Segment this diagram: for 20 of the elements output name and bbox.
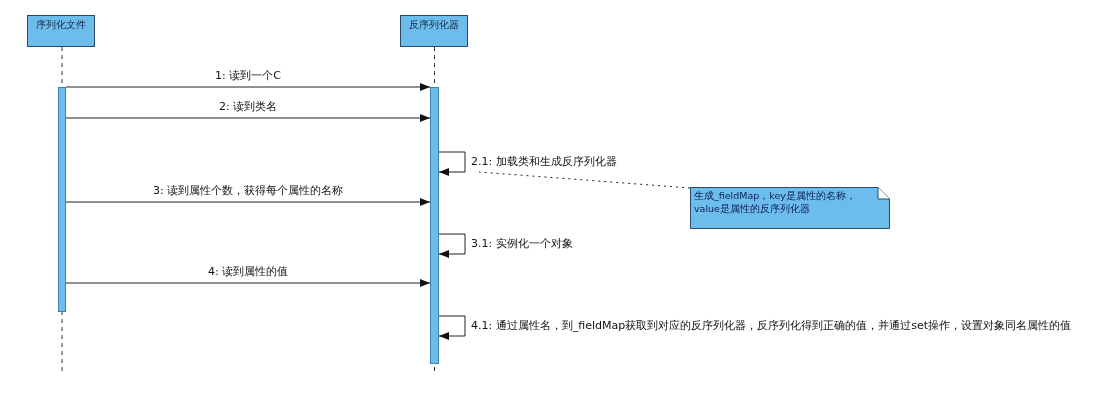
self-message-arrow bbox=[438, 151, 466, 176]
note-connector bbox=[478, 171, 691, 189]
self-message-arrow bbox=[438, 315, 466, 340]
participant-box: 序列化文件 bbox=[27, 15, 95, 47]
activation-bar bbox=[430, 87, 439, 364]
message-label: 2: 读到类名 bbox=[219, 99, 278, 114]
message-arrow bbox=[65, 83, 431, 91]
message-label: 2.1: 加载类和生成反序列化器 bbox=[471, 154, 617, 169]
participant-box: 反序列化器 bbox=[400, 15, 468, 47]
message-label: 3.1: 实例化一个对象 bbox=[471, 236, 573, 251]
message-arrow bbox=[65, 198, 431, 206]
self-message-arrow bbox=[438, 233, 466, 258]
message-label: 3: 读到属性个数，获得每个属性的名称 bbox=[153, 183, 344, 198]
message-arrow bbox=[65, 279, 431, 287]
message-label: 1: 读到一个C bbox=[215, 68, 281, 83]
note: 生成_fieldMap，key是属性的名称，value是属性的反序列化器 bbox=[690, 187, 890, 229]
activation-bar bbox=[58, 87, 66, 312]
message-label: 4.1: 通过属性名，到_fieldMap获取到对应的反序列化器，反序列化得到正确的值，并通过set操作，设置对象同名属性的值 bbox=[471, 318, 1071, 333]
message-label: 4: 读到属性的值 bbox=[208, 264, 289, 279]
message-arrow bbox=[65, 114, 431, 122]
